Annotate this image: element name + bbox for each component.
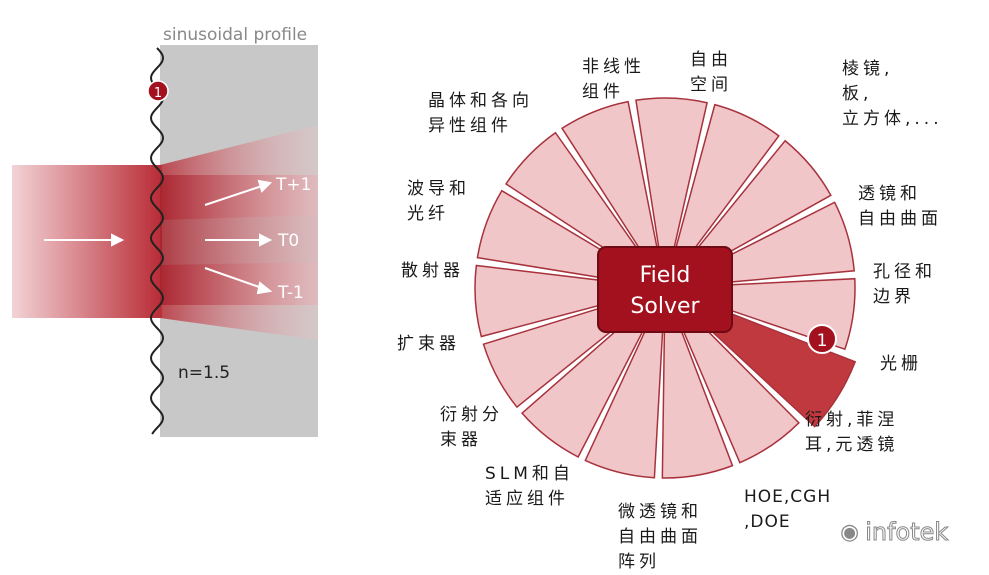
wheel-segment-hoe — [661, 315, 734, 479]
wheel-segment-crystal — [561, 100, 661, 264]
order-plus-arrow — [204, 185, 263, 206]
grating-marker — [147, 80, 169, 102]
order-minus-label: T-1 — [277, 283, 304, 303]
wheel-segment-nonlinear — [635, 97, 708, 260]
label-aperture-boundary: 孔径和 边界 — [873, 262, 936, 307]
watermark: ◉ infotek — [840, 518, 949, 547]
incident-arrow-head — [111, 233, 125, 247]
wheel-segment-microlens — [584, 314, 665, 479]
label-hoe-cgh-doe: HOE,CGH ,DOE — [744, 487, 832, 532]
grating-marker-number: 1 — [154, 86, 162, 101]
wheel-segment-diffractive — [675, 308, 800, 464]
label-free-space: 自由 空间 — [690, 50, 732, 95]
wheel-segment-free-space — [671, 103, 780, 265]
center-box: Field Solver — [597, 246, 733, 333]
highlight-marker — [807, 324, 837, 354]
label-beam-expander: 扩束器 — [397, 334, 460, 354]
label-diffuser: 散射器 — [401, 261, 464, 281]
label-diffractive-beamsplitter: 衍射分 束器 — [440, 405, 503, 450]
label-grating: 光栅 — [880, 354, 922, 374]
label-slm-adaptive: SLM和自 适应组件 — [485, 464, 574, 509]
label-microlens-array: 微透镜和 自由曲面 阵列 — [618, 502, 702, 572]
wheel-segment-waveguide — [504, 131, 649, 273]
refractive-index-label: n=1.5 — [178, 363, 230, 383]
profile-label: sinusoidal profile — [163, 25, 307, 45]
label-crystal-anisotropic: 晶体和各向 异性组件 — [428, 91, 533, 136]
order-plus-arrow-head — [257, 179, 273, 193]
grating-diagram: sinusoidal profile T+1 T0 T-1 n=1.5 1 — [12, 25, 318, 437]
order-minus-arrow-head — [256, 281, 273, 295]
sinusoidal-surface — [149, 47, 165, 435]
center-label-line1: Field — [640, 263, 691, 288]
order-zero-label: T0 — [277, 231, 299, 251]
wechat-icon: ◉ — [840, 519, 860, 545]
wheel-segment-expander — [474, 264, 637, 338]
wheel-segment-prism — [682, 139, 832, 275]
label-waveguide-fiber: 波导和 光纤 — [407, 179, 470, 224]
field-solver-wheel: Field Solver 1 — [474, 97, 857, 479]
watermark-brand: infotek — [865, 518, 949, 547]
order-zero-arrow-head — [259, 233, 273, 247]
label-lens-freeform: 透镜和 自由曲面 — [858, 184, 942, 229]
label-nonlinear: 非线性 组件 — [582, 57, 645, 102]
highlight-marker-number: 1 — [817, 331, 828, 351]
order-plus-label: T+1 — [275, 175, 311, 195]
order-minus-arrow — [204, 267, 263, 289]
label-prism-plate-cube: 棱镜, 板, 立方体,... — [842, 59, 943, 129]
wheel-segment-slm — [520, 306, 653, 458]
label-diffractive-fresnel-meta: 衍射,菲涅 耳,元透镜 — [805, 410, 899, 455]
center-label-line2: Solver — [630, 294, 700, 319]
incident-beam — [12, 165, 162, 318]
